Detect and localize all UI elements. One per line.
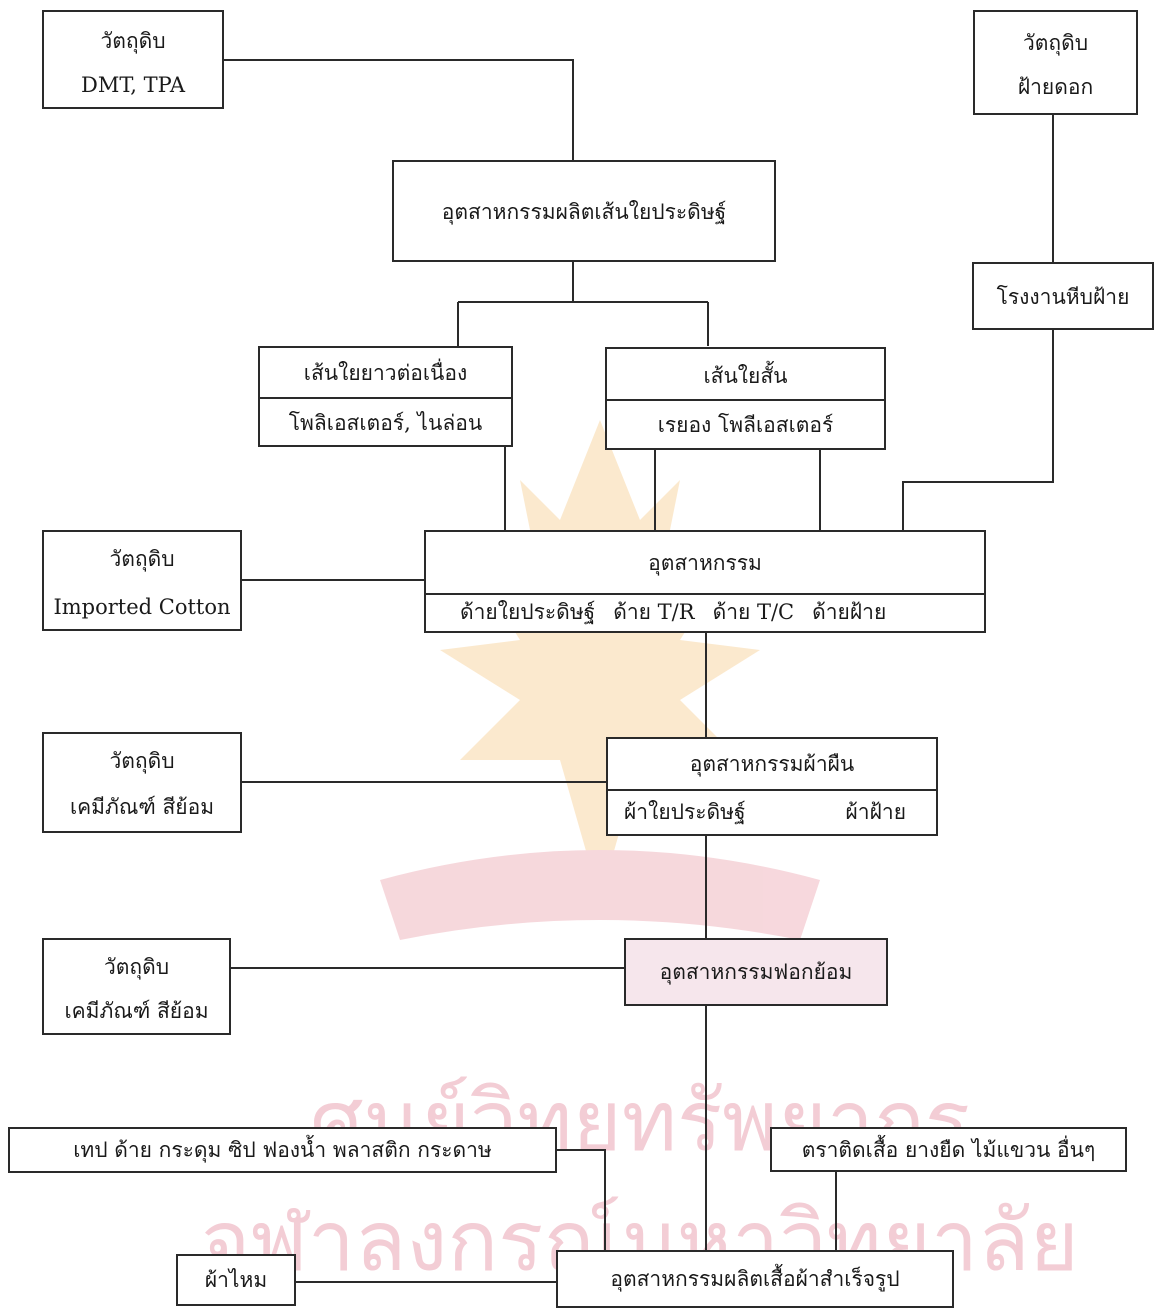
yarn-industry-box: อุตสาหกรรม ด้ายใยประดิษฐ์ ด้าย T/R ด้าย … xyxy=(424,530,986,633)
yarn-industry-divider xyxy=(426,593,984,595)
labels-box: ตราติดเสื้อ ยางยืด ไม้แขวน อื่นๆ xyxy=(770,1127,1127,1172)
raw-material-label: วัตถุดิบ xyxy=(1022,30,1089,55)
raw-material-name: Imported Cotton xyxy=(53,595,231,619)
raw-material-chemicals-box: วัตถุดิบ เคมีภัณฑ์ สีย้อม xyxy=(42,938,231,1035)
filament-fiber-detail: โพลิเอสเตอร์, ไนล่อน xyxy=(288,410,483,435)
synthetic-fiber-industry-label: อุตสาหกรรมผลิตเส้นใยประดิษฐ์ xyxy=(441,199,727,224)
ginning-mill-box: โรงงานหีบฝ้าย xyxy=(972,262,1154,330)
ginning-mill-label: โรงงานหีบฝ้าย xyxy=(996,284,1130,309)
fabric-industry-divider xyxy=(608,789,936,791)
raw-material-dmt-tpa-box: วัตถุดิบ DMT, TPA xyxy=(42,10,224,109)
yarn-item-cotton: ด้ายฝ้าย xyxy=(812,599,887,624)
accessories-label: เทป ด้าย กระดุม ซิป ฟองน้ำ พลาสติก กระดา… xyxy=(73,1137,492,1162)
fabric-industry-header: อุตสาหกรรมผ้าผืน xyxy=(689,751,855,776)
dyeing-industry-box: อุตสาหกรรมฟอกย้อม xyxy=(624,938,888,1006)
fabric-item-synthetic: ผ้าใยประดิษฐ์ xyxy=(624,799,746,824)
silk-fabric-label: ผ้าไหม xyxy=(204,1267,268,1292)
yarn-item-tc: ด้าย T/C xyxy=(712,599,795,624)
raw-material-label: วัตถุดิบ xyxy=(109,546,175,571)
filament-fiber-divider xyxy=(260,397,511,399)
staple-fiber-box: เส้นใยสั้น เรยอง โพลีเอสเตอร์ xyxy=(605,347,886,450)
connector-accessories-to-garment xyxy=(557,1149,606,1250)
filament-fiber-box: เส้นใยยาวต่อเนื่อง โพลิเอสเตอร์, ไนล่อน xyxy=(258,346,513,447)
staple-fiber-divider xyxy=(607,399,884,401)
raw-material-name: ฝ้ายดอก xyxy=(1017,74,1094,99)
filament-fiber-header: เส้นใยยาวต่อเนื่อง xyxy=(303,360,468,385)
accessories-box: เทป ด้าย กระดุม ซิป ฟองน้ำ พลาสติก กระดา… xyxy=(8,1127,557,1173)
labels-label: ตราติดเสื้อ ยางยืด ไม้แขวน อื่นๆ xyxy=(801,1137,1096,1162)
raw-material-cotton-box: วัตถุดิบ ฝ้ายดอก xyxy=(973,10,1138,115)
yarn-industry-items: ด้ายใยประดิษฐ์ ด้าย T/R ด้าย T/C ด้ายฝ้า… xyxy=(426,596,984,628)
raw-material-chemicals-box: วัตถุดิบ เคมีภัณฑ์ สีย้อม xyxy=(42,732,242,833)
yarn-item-synthetic: ด้ายใยประดิษฐ์ xyxy=(460,599,596,624)
staple-fiber-detail: เรยอง โพลีเอสเตอร์ xyxy=(657,412,834,437)
raw-material-label: วัตถุดิบ xyxy=(109,748,175,773)
raw-material-name: DMT, TPA xyxy=(81,73,185,97)
dyeing-industry-label: อุตสาหกรรมฟอกย้อม xyxy=(659,959,853,984)
connector-dmt-to-synthetic xyxy=(224,59,574,160)
raw-material-label: วัตถุดิบ xyxy=(100,28,166,53)
garment-industry-label: อุตสาหกรรมผลิตเสื้อผ้าสำเร็จรูป xyxy=(610,1266,900,1291)
staple-fiber-header: เส้นใยสั้น xyxy=(703,363,788,388)
raw-material-name: เคมีภัณฑ์ สีย้อม xyxy=(69,794,215,819)
watermark-emblem-icon xyxy=(380,420,820,940)
watermark-emblem-base xyxy=(380,850,820,940)
synthetic-fiber-industry-box: อุตสาหกรรมผลิตเส้นใยประดิษฐ์ xyxy=(392,160,776,262)
garment-industry-box: อุตสาหกรรมผลิตเสื้อผ้าสำเร็จรูป xyxy=(556,1250,954,1308)
raw-material-name: เคมีภัณฑ์ สีย้อม xyxy=(64,998,209,1023)
fabric-industry-box: อุตสาหกรรมผ้าผืน ผ้าใยประดิษฐ์ ผ้าฝ้าย xyxy=(606,737,938,836)
yarn-item-tr: ด้าย T/R xyxy=(613,599,695,624)
raw-material-label: วัตถุดิบ xyxy=(103,954,170,979)
fabric-item-cotton: ผ้าฝ้าย xyxy=(845,799,907,824)
fabric-industry-items: ผ้าใยประดิษฐ์ ผ้าฝ้าย xyxy=(608,797,936,827)
silk-fabric-box: ผ้าไหม xyxy=(176,1254,296,1306)
connector-synthetic-to-fibers xyxy=(457,262,709,346)
yarn-industry-header: อุตสาหกรรม xyxy=(648,550,762,575)
raw-material-imported-cotton-box: วัตถุดิบ Imported Cotton xyxy=(42,530,242,631)
